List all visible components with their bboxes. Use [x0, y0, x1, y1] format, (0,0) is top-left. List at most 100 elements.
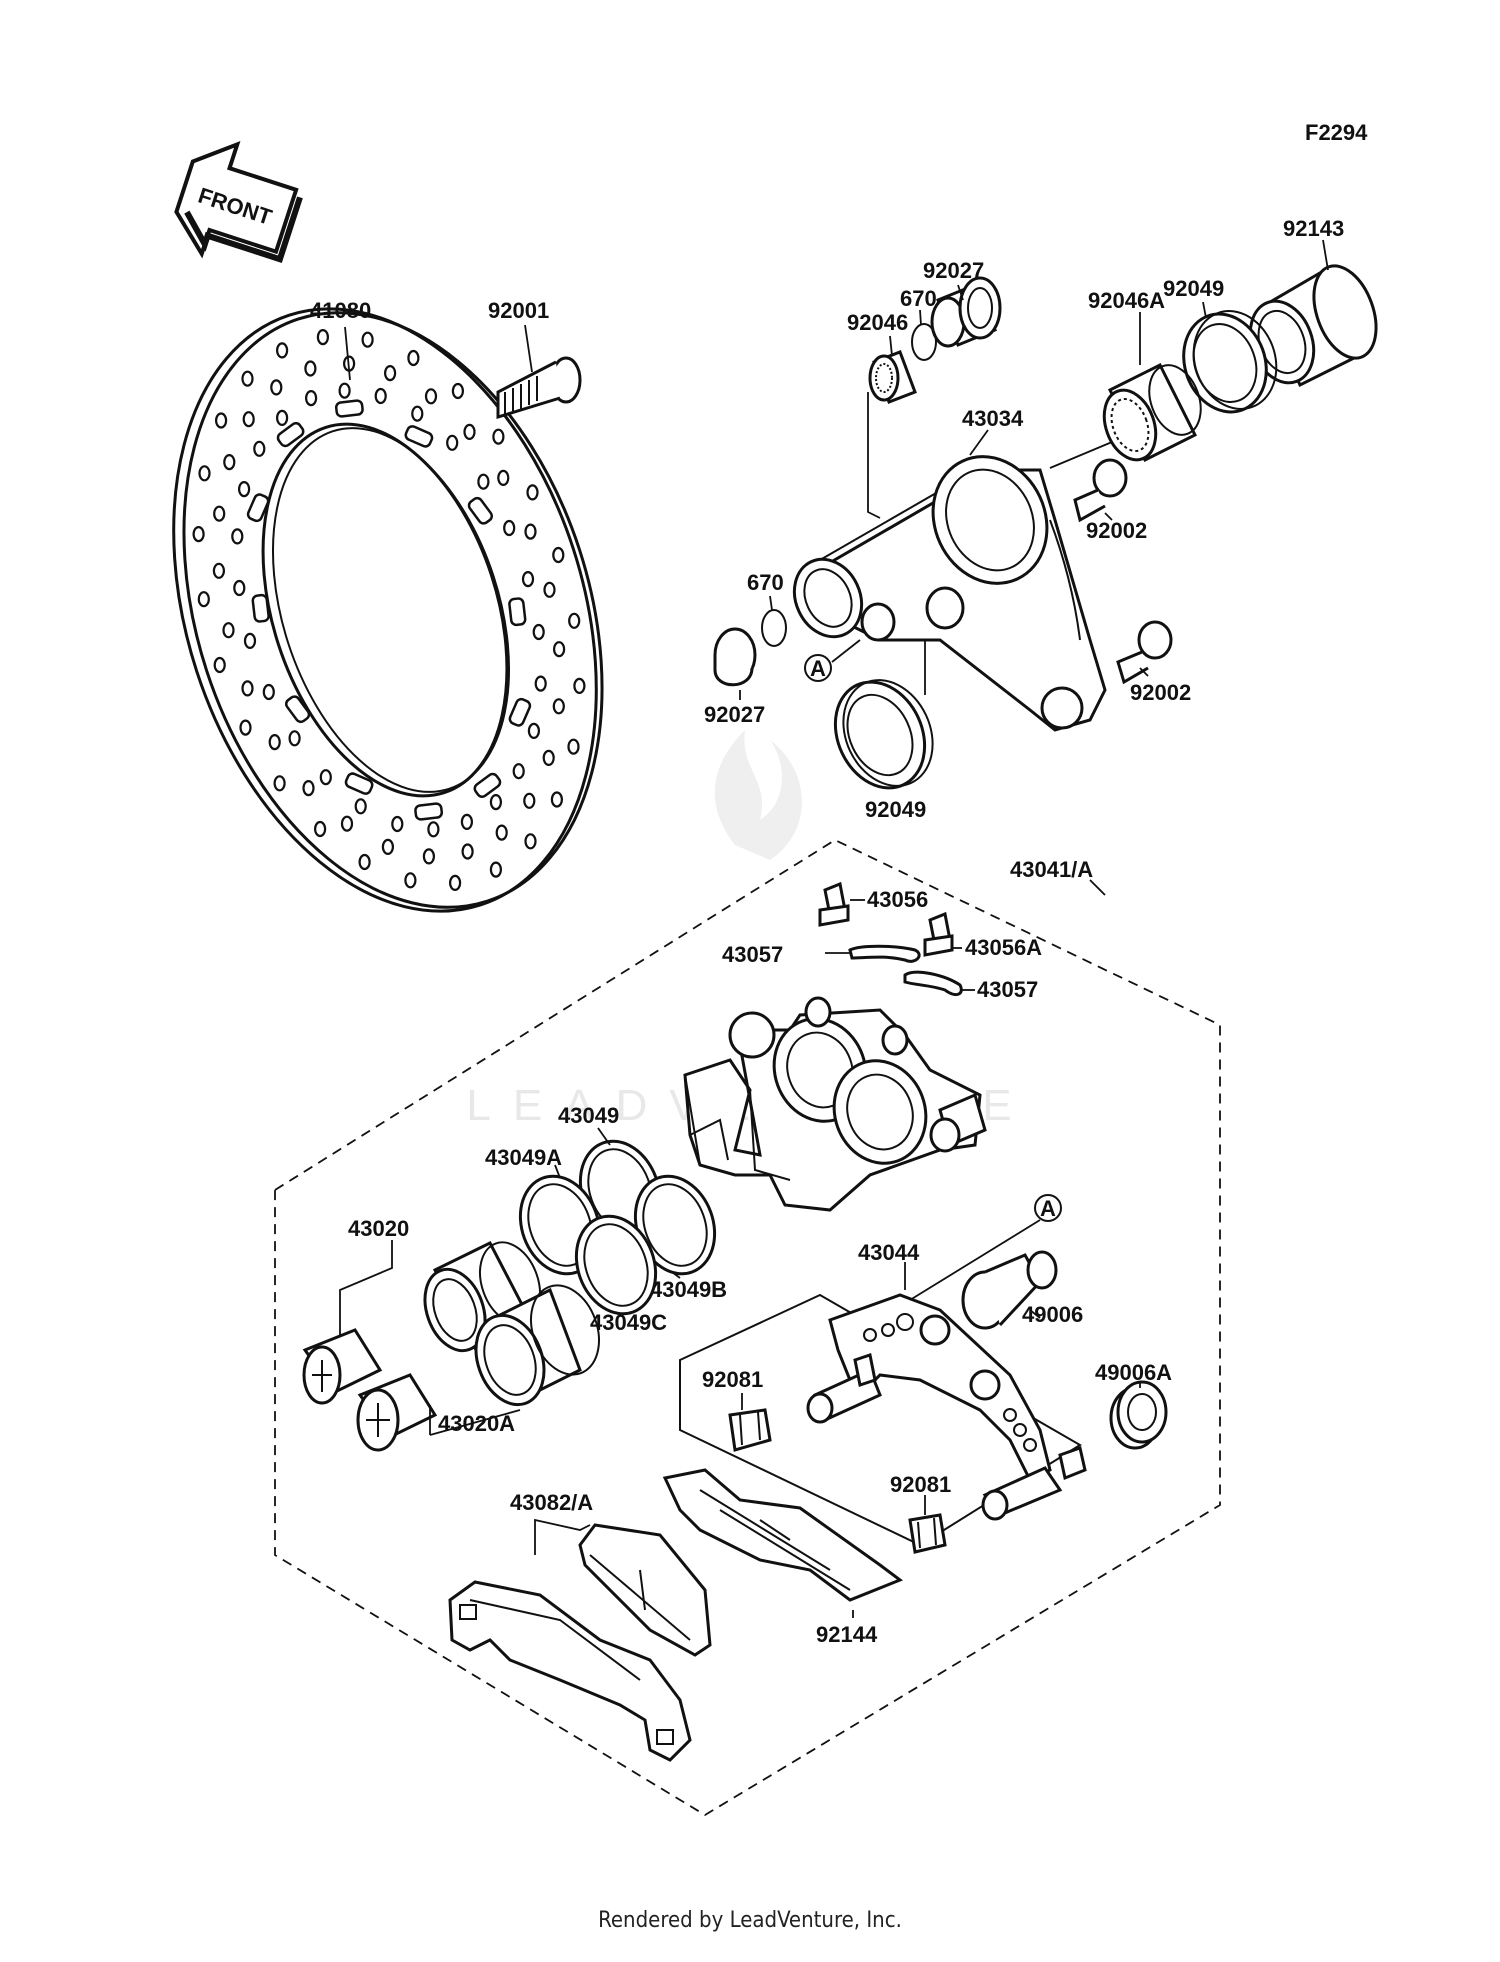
disc-hole	[512, 763, 525, 780]
disc-hole	[374, 387, 387, 405]
disc-hole	[384, 365, 397, 382]
needle-bearing-92046A	[1102, 362, 1202, 463]
disc-hole	[573, 677, 586, 695]
callout-92046: 92046	[847, 310, 908, 335]
disc-hole	[552, 698, 565, 715]
callout-43056: 43056	[867, 887, 928, 912]
bolt-92001	[496, 356, 582, 420]
disc-hole	[233, 579, 246, 597]
callout-49006: 49006	[1022, 1302, 1083, 1327]
disc-hole	[340, 815, 354, 832]
disc-hole	[192, 525, 205, 543]
callout-43049B: 43049B	[650, 1277, 727, 1302]
disc-vent-slot	[414, 802, 444, 821]
disc-hole	[270, 379, 283, 396]
disc-vent-slot	[344, 772, 374, 795]
callout-43049C: 43049C	[590, 1310, 667, 1335]
callout-43057-left: 43057	[722, 942, 783, 967]
disc-hole	[262, 683, 275, 701]
disc-hole	[567, 738, 580, 755]
boot-49006A	[1109, 1380, 1168, 1450]
callout-49006A: 49006A	[1095, 1360, 1172, 1385]
disc-hole	[552, 546, 565, 564]
disc-hole	[231, 528, 244, 545]
disc-hole	[446, 434, 459, 451]
disc-hole	[524, 833, 537, 850]
needle-bearing-92046	[868, 350, 917, 404]
disc-vent-slot	[251, 593, 270, 623]
disc-hole	[543, 581, 556, 598]
disc-hole	[238, 481, 251, 498]
callout-43041A: 43041/A	[1010, 857, 1093, 882]
oil-seal-92049-top	[1182, 310, 1278, 414]
disc-hole	[241, 370, 254, 387]
disc-hole	[489, 861, 502, 878]
callout-92049-bottom: 92049	[865, 797, 926, 822]
callout-43049: 43049	[558, 1103, 619, 1128]
disc-vent-slot	[467, 496, 494, 525]
boot-49006	[961, 1250, 1058, 1330]
callout-43020: 43020	[348, 1216, 409, 1241]
piston-insert-right	[356, 1373, 438, 1452]
disc-hole	[550, 791, 564, 808]
disc-hole	[497, 469, 510, 486]
callout-92027-top: 92027	[923, 258, 984, 283]
callout-43082A: 43082/A	[510, 1490, 593, 1515]
disc-hole	[242, 411, 255, 428]
brake-disc-41080	[172, 307, 604, 913]
disc-hole	[354, 798, 367, 815]
callout-92002-bottom: 92002	[1130, 680, 1191, 705]
callout-92002-top: 92002	[1086, 518, 1147, 543]
cap-43057-right	[903, 970, 963, 997]
disc-hole	[239, 719, 252, 736]
footer-credit: Rendered by LeadVenture, Inc.	[598, 1908, 902, 1933]
disc-hole	[241, 680, 254, 697]
disc-hole	[288, 730, 301, 747]
disc-hole	[276, 409, 289, 426]
callout-92001: 92001	[488, 298, 549, 323]
callout-43049A: 43049A	[485, 1145, 562, 1170]
callout-43044: 43044	[858, 1240, 920, 1265]
bolt-92002-bottom	[1116, 620, 1173, 685]
bolt-92002-top	[1073, 458, 1128, 523]
disc-hole	[268, 733, 281, 751]
callout-43057-right: 43057	[977, 977, 1038, 1002]
disc-hole	[526, 484, 539, 501]
disc-hole	[361, 331, 374, 348]
callout-41080: 41080	[310, 298, 371, 323]
disc-hole	[215, 412, 228, 429]
callout-92081-left: 92081	[702, 1367, 763, 1392]
disc-hole	[407, 349, 420, 367]
disc-hole	[198, 465, 211, 482]
disc-hole	[304, 360, 317, 377]
disc-hole	[521, 570, 535, 588]
disc-hole	[568, 612, 581, 629]
disc-hole	[524, 523, 537, 540]
disc-hole	[489, 793, 502, 811]
disc-hole	[381, 838, 394, 856]
disc-hole	[305, 390, 318, 407]
disc-hole	[532, 623, 545, 641]
disc-hole	[460, 813, 473, 831]
diagram-id: F2294	[1305, 120, 1368, 145]
disc-hole	[223, 454, 236, 471]
callout-92046A: 92046A	[1088, 288, 1165, 313]
svg-text:A: A	[1040, 1196, 1056, 1221]
brake-pad-backing-plate	[448, 1580, 692, 1762]
disc-hole	[461, 843, 474, 860]
disc-hole	[492, 428, 505, 445]
disc-hole	[358, 853, 371, 871]
callout-92027-left: 92027	[704, 702, 765, 727]
collar-92143	[1248, 264, 1378, 388]
disc-hole	[534, 675, 547, 692]
disc-hole	[276, 342, 289, 359]
collar-92027-left	[713, 627, 757, 687]
cap-43057-left	[848, 944, 921, 963]
clip-92081-right	[908, 1513, 947, 1554]
collar-92027-top	[930, 276, 1002, 348]
callout-670-top: 670	[900, 286, 937, 311]
disc-vent-slot	[334, 399, 364, 418]
disc-hole	[404, 872, 417, 889]
o-ring-670-left	[761, 609, 787, 647]
